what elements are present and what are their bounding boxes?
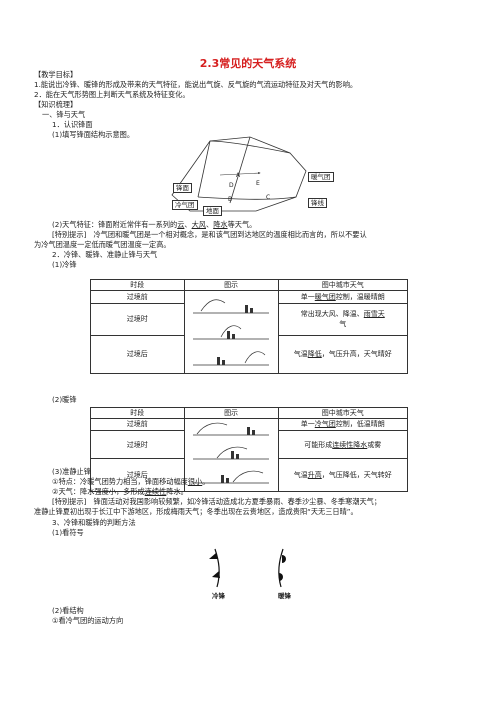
diagram-letter-c: C (266, 194, 271, 201)
stationary-front-weather: ②天气：降水强度小，多形成连续性降水。 (52, 487, 188, 496)
table-row-period: 过境时 (90, 429, 185, 460)
front-symbols-image (209, 548, 286, 588)
section-1-3: 3、冷锋和暖锋的判断方法 (52, 518, 136, 527)
objective-2: 2．能在天气形势图上判断天气系统及特征变化。 (34, 90, 190, 99)
objective-1: 1.能说出冷锋、暖锋的形成及带来的天气特征，能说出气旋、反气旋的气流运动特征及对… (34, 80, 358, 89)
tip-1-line-2: 为冷气团温度一定低而暖气团温度一定高。 (34, 240, 171, 249)
col-header-period: 时段 (90, 279, 185, 291)
diagram-letter-b: B (228, 196, 233, 203)
table-row-weather: 单一暖气团控制，温暖晴朗 (277, 290, 409, 304)
diagram-label-front-surface: 锋面 (173, 183, 192, 193)
objectives-heading: 【教学目标】 (34, 70, 78, 79)
table-row-period: 过境前 (90, 418, 185, 431)
table-row-weather: 气温升高，气压降低，天气转好 (277, 458, 409, 492)
tip-1-line-1: [特别提示] 冷气团和暖气团是一个相对概念，是和该气团到达地区的温度相比而言的，… (52, 230, 367, 239)
section-1-1-1: (1)填写锋面结构示意图。 (52, 130, 135, 139)
table-row-weather: 气温降低，气压升高，天气晴好 (277, 334, 409, 375)
table-row-weather: 单一冷气团控制，低温晴朗 (277, 418, 409, 431)
table-row-weather: 常出现大风、降温、雨雪天气 (277, 302, 409, 336)
diagram-letter-e: E (256, 180, 260, 187)
table-row-period: 过境时 (90, 302, 185, 336)
cold-front-heading: (1)冷锋 (52, 260, 77, 269)
section-1-3-1: (1)看符号 (52, 528, 84, 537)
table-row-period: 过境前 (90, 290, 185, 304)
col-header-weather: 图中城市天气 (277, 407, 409, 419)
col-header-period: 时段 (90, 407, 185, 419)
diagram-letter-d: D (229, 182, 234, 189)
warm-front-heading: (2)暖锋 (52, 395, 77, 404)
diagram-label-front-line: 锋线 (308, 198, 327, 208)
knowledge-heading: 【知识梳理】 (34, 100, 78, 109)
warm-front-stages-image (193, 422, 270, 484)
warm-front-table: 时段 图示 图中城市天气 过境前 单一冷气团控制，低温晴朗 过境时 可能形成连续… (90, 407, 409, 492)
section-1-3-2: (2)看结构 (52, 606, 84, 615)
page-title: 2.3常见的天气系统 (199, 57, 297, 70)
cold-front-diagram-cell (183, 290, 279, 374)
cold-front-symbol-label: 冷锋 (212, 592, 225, 600)
col-header-diagram: 图示 (183, 407, 279, 419)
front-weather-features: (2)天气特征：锋面附近常伴有一系列的云、大风、降水等天气。 (52, 220, 257, 229)
section-1-2: 2．冷锋、暖锋、准静止锋与天气 (52, 250, 158, 259)
table-row-weather: 可能形成连续性降水或雾 (277, 429, 409, 460)
section-1-3-2-1: ①看冷气团的运动方向 (52, 616, 124, 625)
diagram-letter-a: A (236, 172, 241, 179)
stationary-front-feature: ①特点：冷暖气团势力相当，锋面移动幅度很小。 (52, 477, 210, 486)
table-row-period: 过境后 (90, 458, 185, 492)
diagram-label-cold-mass: 冷气团 (172, 200, 198, 210)
warm-front-symbol-label: 暖锋 (278, 592, 291, 600)
col-header-diagram: 图示 (183, 279, 279, 291)
table-row-period: 过境后 (90, 334, 185, 375)
section-1-heading: 一、锋与天气 (42, 110, 86, 119)
cold-front-stages-image (193, 299, 270, 366)
col-header-weather: 图中城市天气 (277, 279, 409, 291)
stationary-front-heading: (3)准静止锋 (52, 467, 91, 476)
tip-2-line-2: 准静止锋夏初出现于长江中下游地区，形成梅雨天气；冬季出现在云贵地区，造成贵阳“天… (34, 507, 358, 516)
section-1-1: 1．认识锋面 (52, 120, 93, 129)
cold-front-table: 时段 图示 图中城市天气 过境前 单一暖气团控制，温暖晴朗 过境时 常出现大风、… (90, 279, 409, 375)
diagram-label-warm-mass: 暖气团 (308, 172, 334, 182)
tip-2-line-1: [特别提示] 锋面活动对我国影响较频繁，如冷锋活动造成北方夏季暴雨、春季沙尘暴、… (52, 497, 382, 506)
diagram-label-ground: 地面 (203, 206, 222, 216)
